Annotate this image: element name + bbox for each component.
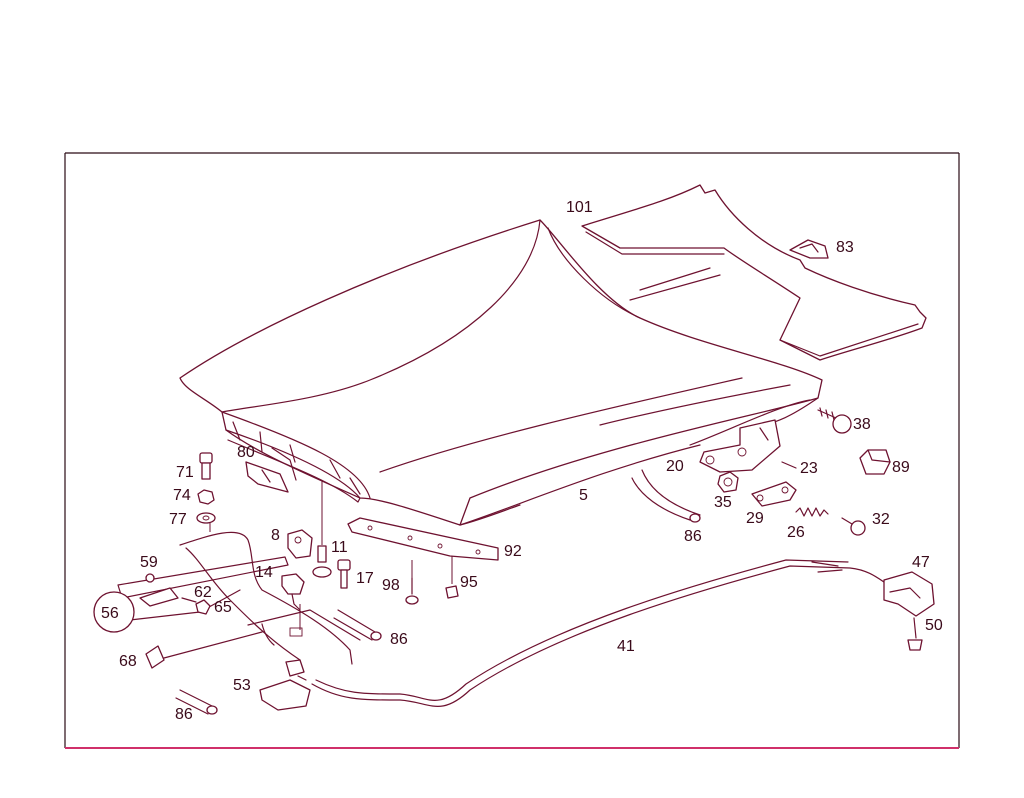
buffer-89 xyxy=(859,449,891,475)
label-35: 35 xyxy=(714,494,732,511)
label-32: 32 xyxy=(872,511,890,528)
bolt-32 xyxy=(841,517,866,536)
screw-38 xyxy=(817,407,852,434)
lock-bracket-8 xyxy=(287,529,313,559)
hose-86-middle xyxy=(333,609,382,641)
label-101: 101 xyxy=(566,199,593,216)
lock-53 xyxy=(259,659,311,711)
label-86-left: 86 xyxy=(175,706,193,723)
bolt-11 xyxy=(312,545,332,578)
label-59: 59 xyxy=(140,554,158,571)
trim-outline xyxy=(179,531,361,665)
label-53: 53 xyxy=(233,677,251,694)
latch-14 xyxy=(281,573,305,611)
label-56: 56 xyxy=(101,605,119,622)
nut-35 xyxy=(717,471,739,493)
label-47: 47 xyxy=(912,554,930,571)
bracket-80 xyxy=(245,447,297,493)
pin-23 xyxy=(781,461,797,469)
clip-95 xyxy=(445,585,459,599)
label-89: 89 xyxy=(892,459,910,476)
hinge-20 xyxy=(699,419,781,473)
spring-26 xyxy=(795,507,829,517)
bracket-29 xyxy=(751,481,797,507)
label-5: 5 xyxy=(579,487,588,504)
label-68: 68 xyxy=(119,653,137,670)
insulation-mat xyxy=(581,184,927,361)
screw-98 xyxy=(405,577,419,605)
label-23: 23 xyxy=(800,460,818,477)
label-41: 41 xyxy=(617,638,635,655)
cable-41 xyxy=(311,559,891,707)
clip-68 xyxy=(145,631,263,669)
hose-86-right xyxy=(631,469,701,523)
bolt-17 xyxy=(337,559,351,589)
nut-74 xyxy=(197,489,215,505)
label-62: 62 xyxy=(194,584,212,601)
hood-panel xyxy=(179,219,823,526)
bolt-71 xyxy=(199,452,213,480)
label-26: 26 xyxy=(787,524,805,541)
clip-83 xyxy=(789,239,829,259)
label-11: 11 xyxy=(331,539,348,556)
label-80: 80 xyxy=(237,444,255,461)
leader-lines xyxy=(209,480,453,630)
label-86-right: 86 xyxy=(684,528,702,545)
latch-47 xyxy=(883,571,935,617)
bolt-50 xyxy=(907,617,923,651)
label-14: 14 xyxy=(255,564,273,581)
label-98: 98 xyxy=(382,577,400,594)
label-65: 65 xyxy=(214,599,232,616)
hose-86-left xyxy=(175,689,218,715)
label-83: 83 xyxy=(836,239,854,256)
label-38: 38 xyxy=(853,416,871,433)
label-17: 17 xyxy=(356,570,374,587)
release-handle-56 xyxy=(93,556,289,633)
strip-92 xyxy=(347,517,499,561)
callouts: 101 83 38 89 20 23 35 29 26 32 5 86 80 7… xyxy=(101,199,943,723)
washer-77 xyxy=(196,512,216,524)
label-8: 8 xyxy=(271,527,280,544)
label-29: 29 xyxy=(746,510,764,527)
label-71: 71 xyxy=(176,464,194,481)
label-92: 92 xyxy=(504,543,522,560)
label-20: 20 xyxy=(666,458,684,475)
label-74: 74 xyxy=(173,487,191,504)
label-86-middle: 86 xyxy=(390,631,408,648)
diagram-frame xyxy=(64,152,960,749)
label-77: 77 xyxy=(169,511,187,528)
label-95: 95 xyxy=(460,574,478,591)
label-50: 50 xyxy=(925,617,943,634)
